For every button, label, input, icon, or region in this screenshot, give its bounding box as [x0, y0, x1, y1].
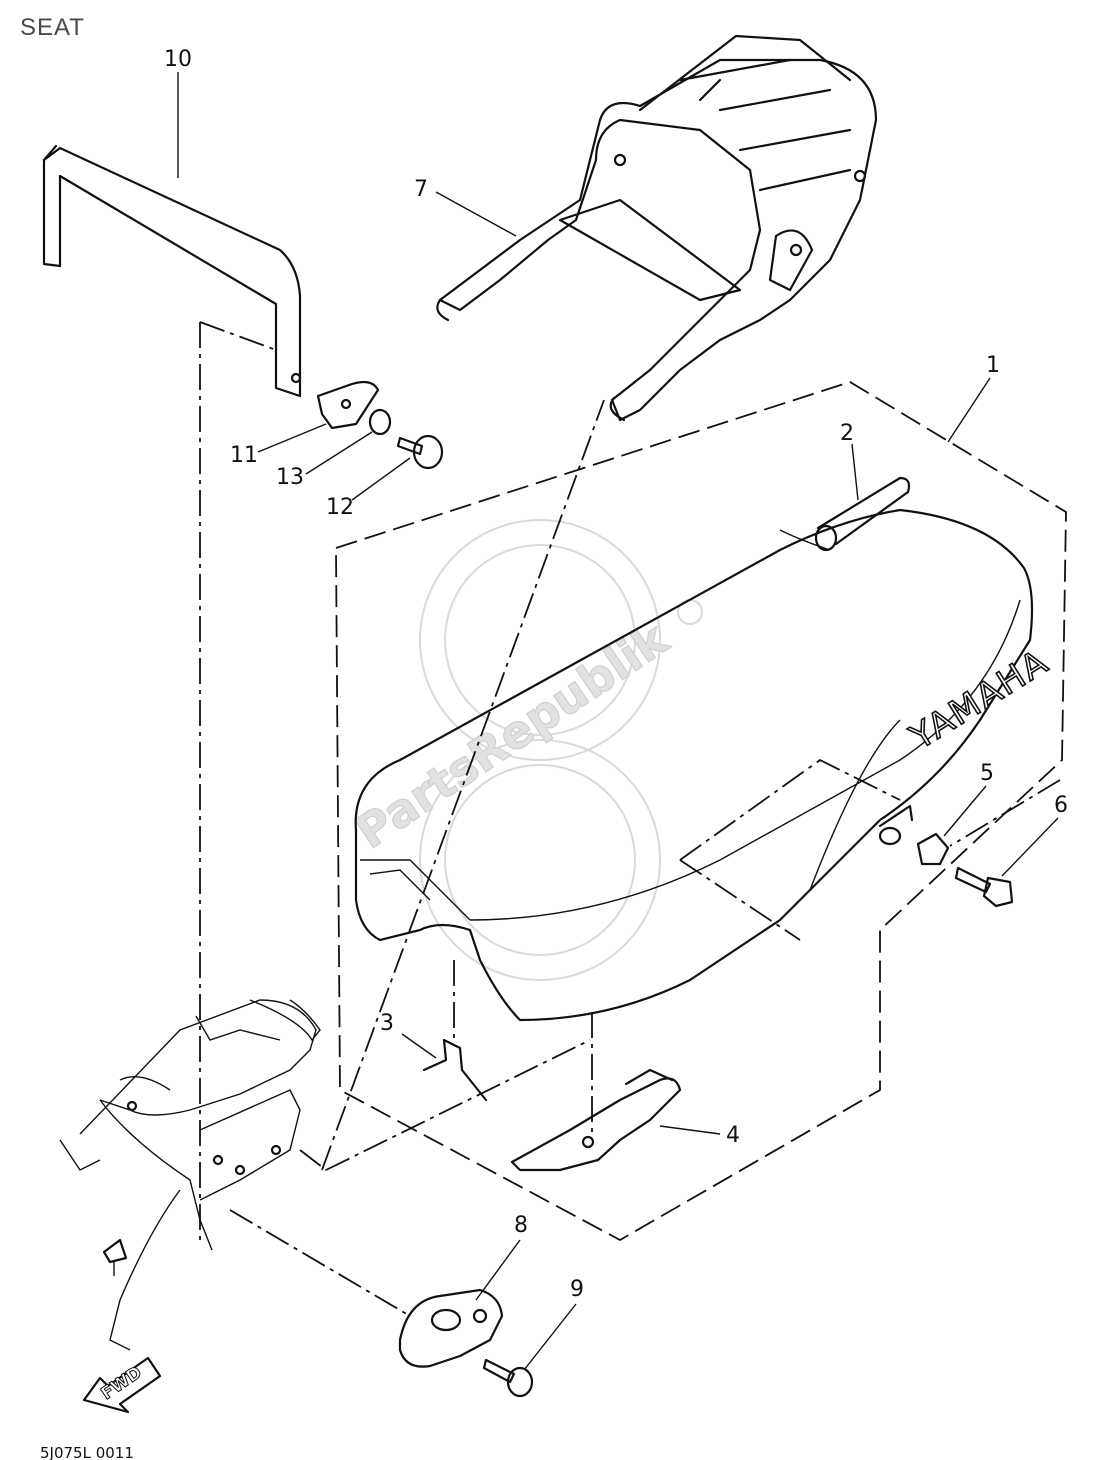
part-6-bolt: [954, 866, 1014, 908]
callout-5: 5: [980, 761, 994, 786]
callout-12: 12: [326, 495, 354, 520]
watermark: PartsRepublik: [345, 519, 703, 981]
callouts: 10 7 1 2 11 13 12 5 6 3 4 8 9: [164, 47, 1068, 1371]
fwd-arrow-icon: FWD: [82, 1356, 162, 1414]
part-2-hinge: [814, 476, 911, 552]
fwd-label: FWD: [98, 1363, 146, 1404]
part-12-bolt: [396, 434, 444, 470]
yamaha-brand-text: YAMAHA: [903, 642, 1056, 758]
callout-7: 7: [414, 177, 428, 202]
callout-1: 1: [986, 353, 1000, 378]
callout-11: 11: [230, 443, 258, 468]
callout-8: 8: [514, 1213, 528, 1238]
callout-2: 2: [840, 421, 854, 446]
callout-10: 10: [164, 47, 192, 72]
part-10-grab-strap: [42, 144, 302, 398]
callout-4: 4: [726, 1123, 740, 1148]
watermark-text: PartsRepublik: [346, 611, 678, 859]
callout-6: 6: [1054, 793, 1068, 818]
callout-3: 3: [380, 1011, 394, 1036]
assembly-lines: [199, 321, 1067, 1317]
part-8-hinge-bracket: [398, 1288, 504, 1368]
drawing-code: 5J075L 0011: [40, 1444, 134, 1460]
part-11-bracket: [316, 380, 380, 430]
callout-13: 13: [276, 465, 304, 490]
callout-9: 9: [570, 1277, 584, 1302]
part-13-washer: [368, 408, 392, 436]
frame-section: [59, 999, 321, 1351]
part-9-bolt: [482, 1358, 534, 1398]
page-title: SEAT: [20, 14, 85, 41]
part-3-wire-clip: [422, 1038, 488, 1102]
part-7-rear-carrier: [436, 34, 878, 422]
part-5-damper: [916, 832, 950, 866]
part-4-lock-bracket: [510, 1068, 682, 1172]
